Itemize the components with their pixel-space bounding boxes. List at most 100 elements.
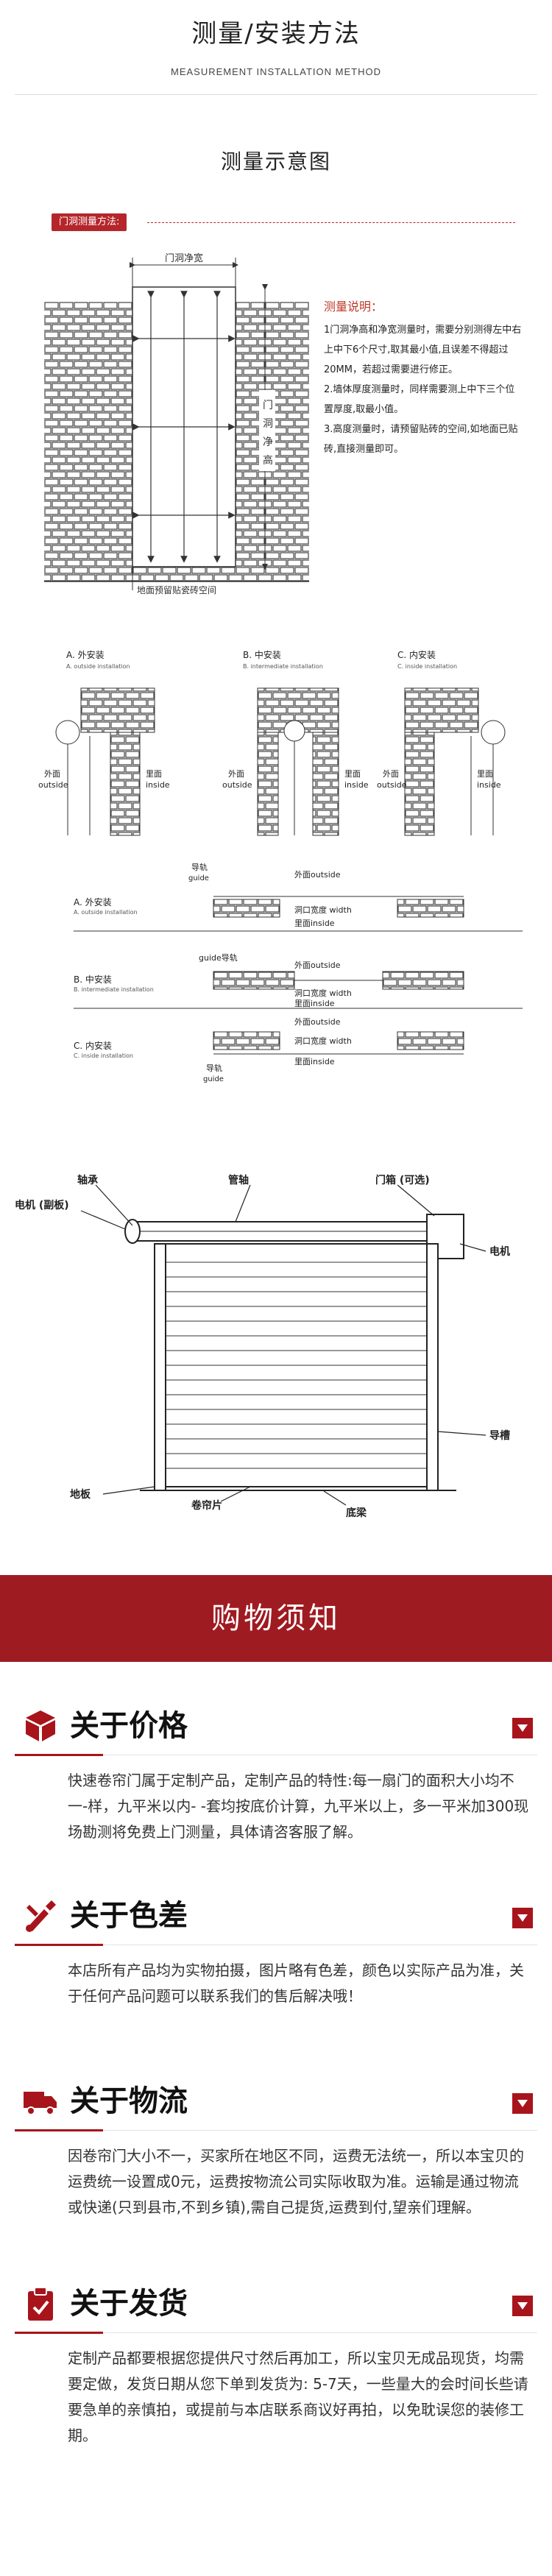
plan-b-guide-cn: 导轨	[222, 952, 238, 963]
clipboard-icon	[28, 2287, 53, 2321]
notice-logistics-body: 因卷帘门大小不一，买家所在地区不同，运费无法统一，所以本宝贝的运费统一设置成0元…	[68, 2147, 524, 2216]
view-b-outside-cn: 外面	[228, 769, 244, 779]
label-bearing: 轴承	[77, 1174, 98, 1186]
view-a-sub: A. outside installation	[66, 663, 130, 670]
floor-label: 地面预留贴瓷砖空间	[137, 584, 216, 595]
view-c-outside-en: outside	[377, 780, 407, 790]
plan-a: A. 外安装 A. outside installation 导轨 guide …	[74, 862, 464, 928]
plan-b-guide-en: guide	[199, 953, 222, 963]
label-curtain: 卷帘片	[191, 1499, 222, 1512]
plan-a-guide-cn: 导轨	[191, 862, 208, 872]
measurement-section: 测量/安装方法 MEASUREMENT INSTALLATION METHOD …	[0, 0, 552, 1089]
view-c-inside-en: inside	[477, 780, 501, 790]
brush-icon	[26, 1900, 56, 1932]
view-b-sub: B. intermediate installation	[243, 663, 323, 670]
plan-a-label: A. 外安装	[74, 896, 112, 907]
height-char-1: 门	[263, 400, 273, 411]
door-measure-diagram: 门洞净宽 门 洞 净 高 地面预留贴瓷砖空间	[44, 252, 309, 595]
notice-color-title: 关于色差	[70, 1899, 188, 1933]
height-char-3: 净	[263, 436, 273, 448]
plan-c-label: C. 内安装	[74, 1040, 112, 1051]
notice-rule-accent	[15, 2129, 103, 2131]
shutter-diagram: 轴承 管轴 门箱 (可选) 电机 (副板) 电机 导槽 地板 卷帘片 底梁	[15, 1174, 510, 1519]
height-char-2: 洞	[263, 418, 273, 430]
view-b-outside-en: outside	[222, 780, 252, 790]
plan-b-width: 洞口宽度 width	[294, 988, 352, 998]
notice-rule-accent	[15, 1754, 103, 1756]
plan-a-sub: A. outside installation	[74, 909, 138, 916]
view-a-label: A. 外安装	[66, 649, 105, 660]
shopping-banner: 购物须知	[0, 1575, 552, 1662]
label-box: 门箱 (可选)	[375, 1174, 430, 1186]
plan-c-width: 洞口宽度 width	[294, 1036, 352, 1046]
door-measure-tag: 门洞测量方法:	[52, 213, 127, 231]
view-a: A. 外安装 A. outside installation 外面 outsid…	[38, 649, 170, 836]
plan-a-inside: 里面inside	[294, 919, 335, 928]
notice-rule-accent	[15, 2332, 103, 2334]
plan-c: C. 内安装 C. inside installation 外面outside …	[74, 1017, 464, 1083]
label-bottom: 底梁	[346, 1507, 367, 1519]
label-motor-left: 电机 (副板)	[15, 1199, 69, 1211]
page-subtitle: MEASUREMENT INSTALLATION METHOD	[171, 66, 381, 77]
note-item: 1门洞净高和净宽测量时，需要分别测得左中右上中下6个尺寸,取其最小值,且误差不得…	[324, 325, 522, 375]
plan-b-label: B. 中安装	[74, 974, 112, 985]
plan-b-inside: 里面inside	[294, 999, 335, 1008]
notice-logistics-title: 关于物流	[70, 2084, 188, 2118]
notice-price-body: 快速卷帘门属于定制产品，定制产品的特性:每一扇门的面积大小均不一-样，九平米以内…	[68, 1772, 529, 1841]
notice-price-title: 关于价格	[70, 1709, 188, 1743]
install-section-views: A. 外安装 A. outside installation 外面 outsid…	[38, 649, 506, 836]
height-char-4: 高	[263, 454, 273, 467]
view-b-inside-en: inside	[344, 780, 369, 790]
install-plan-views: A. 外安装 A. outside installation 导轨 guide …	[74, 862, 523, 1083]
plan-c-sub: C. inside installation	[74, 1052, 133, 1059]
notice-shipping-title: 关于发货	[70, 2287, 188, 2321]
notice-rule	[15, 2332, 537, 2333]
notes-title: 测量说明：	[324, 300, 383, 314]
view-c: C. 内安装 C. inside installation 外面 outside…	[377, 649, 506, 836]
diagram-title: 测量示意图	[220, 149, 331, 174]
view-a-outside-en: outside	[38, 780, 68, 790]
note-item: 3.高度测量时，请预留贴砖的空间,如地面已贴砖,直接测量即可。	[324, 424, 518, 455]
view-c-label: C. 内安装	[397, 649, 436, 660]
plan-c-outside: 外面outside	[294, 1017, 341, 1027]
view-c-outside-cn: 外面	[383, 769, 399, 779]
shopping-banner-title: 购物须知	[211, 1602, 341, 1635]
label-guide: 导槽	[489, 1429, 510, 1442]
chevron-down-icon[interactable]	[512, 2296, 533, 2316]
chevron-down-icon[interactable]	[512, 1908, 533, 1928]
view-c-inside-cn: 里面	[477, 769, 493, 779]
chevron-down-icon[interactable]	[512, 2093, 533, 2114]
view-b-inside-cn: 里面	[344, 769, 361, 779]
door-tag-rule	[147, 222, 515, 223]
cube-icon	[26, 1710, 55, 1741]
measure-notes: 测量说明： 1门洞净高和净宽测量时，需要分别测得左中右上中下6个尺寸,取其最小值…	[324, 298, 523, 459]
shopping-notice-section: 购物须知 关于价格 快速卷帘门属于定制产品，定制产品的特性:每一扇门的面积大小均…	[0, 1575, 552, 2576]
label-motor-right: 电机	[489, 1245, 510, 1258]
label-shaft: 管轴	[228, 1174, 249, 1186]
view-a-inside-en: inside	[146, 780, 170, 790]
truck-icon	[24, 2092, 57, 2115]
plan-c-guide-cn: 导轨	[206, 1063, 222, 1073]
plan-b-sub: B. intermediate installation	[74, 986, 154, 993]
notice-shipping-body: 定制产品都要根据您提供尺寸然后再加工，所以宝贝无成品现货，均需要定做，发货日期从…	[68, 2349, 528, 2444]
width-label: 门洞净宽	[165, 252, 203, 264]
notice-rule-accent	[15, 1944, 103, 1946]
chevron-down-icon[interactable]	[512, 1718, 533, 1738]
view-a-inside-cn: 里面	[146, 769, 162, 779]
plan-c-inside: 里面inside	[294, 1057, 335, 1066]
plan-a-outside: 外面outside	[294, 870, 341, 880]
note-item: 2.墙体厚度测量时，同样需要测上中下三个位置厚度,取最小值。	[324, 384, 515, 415]
notice-color-body: 本店所有产品均为实物拍摄，图片略有色差，颜色以实际产品为准，关于任何产品问题可以…	[68, 1961, 524, 2005]
view-a-outside-cn: 外面	[44, 769, 60, 779]
plan-b-outside: 外面outside	[294, 960, 341, 970]
header-divider	[15, 94, 537, 95]
plan-b: B. 中安装 B. intermediate installation guid…	[74, 952, 464, 1008]
view-b-label: B. 中安装	[243, 649, 281, 660]
view-c-sub: C. inside installation	[397, 663, 457, 670]
view-b: B. 中安装 B. intermediate installation 外面 o…	[222, 649, 369, 836]
plan-b-guide: guide导轨	[199, 952, 238, 963]
notice-rule	[15, 2130, 537, 2131]
page-title: 测量/安装方法	[191, 19, 361, 49]
plan-a-width: 洞口宽度 width	[294, 905, 352, 915]
plan-a-guide-en: guide	[188, 874, 209, 882]
